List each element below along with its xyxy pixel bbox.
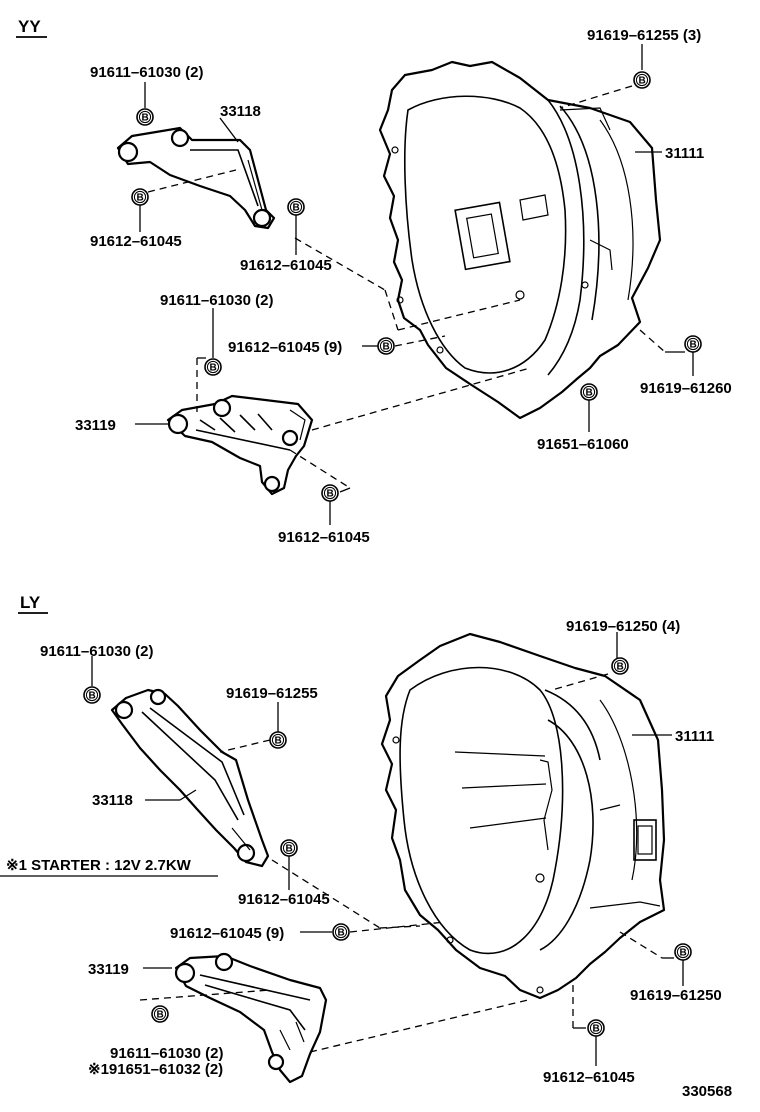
svg-text:B: B <box>142 113 149 124</box>
part-label: 31111 <box>665 145 704 162</box>
bolt-marker: B <box>83 686 101 704</box>
clutch-housing-31111-yy <box>378 60 662 420</box>
svg-text:B: B <box>690 340 697 351</box>
part-label: 91611–61030 (2) <box>40 643 153 660</box>
part-label: 91619–61255 <box>226 685 318 702</box>
bracket-33118-ly <box>110 688 270 868</box>
bolt-marker: B <box>287 198 305 216</box>
bolt-marker: B <box>131 188 149 206</box>
section-title-yy: YY <box>18 17 41 36</box>
part-label: 33119 <box>75 417 116 434</box>
part-label: 33118 <box>92 792 133 809</box>
bolt-marker: B <box>377 337 395 355</box>
bracket-33118-yy <box>116 126 276 230</box>
part-label: 33119 <box>88 961 129 978</box>
bolt-marker: B <box>269 731 287 749</box>
svg-text:B: B <box>338 928 345 939</box>
bolt-marker: B <box>321 484 339 502</box>
svg-text:B: B <box>680 948 687 959</box>
svg-text:B: B <box>210 363 217 374</box>
svg-text:B: B <box>286 844 293 855</box>
part-label: 91612–61045 (9) <box>228 339 342 356</box>
section-title-ly: LY <box>20 593 41 612</box>
bolt-marker: B <box>332 923 350 941</box>
bracket-33119-yy <box>166 394 314 496</box>
svg-text:B: B <box>89 691 96 702</box>
bolt-marker: B <box>580 383 598 401</box>
bolt-marker: B <box>587 1019 605 1037</box>
part-label: 91612–61045 <box>278 529 370 546</box>
bolt-marker: B <box>151 1005 169 1023</box>
bolt-marker: B <box>136 108 154 126</box>
part-label: 91651–61060 <box>537 436 629 453</box>
svg-text:B: B <box>617 662 624 673</box>
svg-text:B: B <box>327 489 334 500</box>
svg-text:B: B <box>383 342 390 353</box>
part-label: 91619–61250 <box>630 987 722 1004</box>
bracket-33119-ly <box>174 952 328 1084</box>
bolt-marker: B <box>204 358 222 376</box>
bolt-marker: B <box>684 335 702 353</box>
svg-text:B: B <box>157 1010 164 1021</box>
diagram-number: 330568 <box>682 1083 732 1100</box>
bolt-marker: B <box>674 943 692 961</box>
svg-text:B: B <box>639 76 646 87</box>
svg-text:B: B <box>586 388 593 399</box>
part-label: 91619–61260 <box>640 380 732 397</box>
svg-text:B: B <box>137 193 144 204</box>
part-label: ※191651–61032 (2) <box>88 1061 223 1078</box>
part-label: 31111 <box>675 728 714 745</box>
part-label: 33118 <box>220 103 261 120</box>
part-label: 91611–61030 (2) <box>160 292 273 309</box>
svg-text:B: B <box>293 203 300 214</box>
leader-lines-ly <box>0 632 684 1066</box>
clutch-housing-31111-ly <box>380 632 666 1000</box>
part-label: 91611–61030 (2) <box>90 64 203 81</box>
part-label: 91619–61255 (3) <box>587 27 701 44</box>
part-label: 91611–61030 (2) <box>110 1045 223 1062</box>
svg-text:B: B <box>275 736 282 747</box>
part-label: 91612–61045 (9) <box>170 925 284 942</box>
bolt-marker: B <box>633 71 651 89</box>
bolt-marker: B <box>611 657 629 675</box>
svg-text:B: B <box>593 1024 600 1035</box>
leader-lines-yy <box>135 44 694 525</box>
part-label: 91612–61045 <box>240 257 332 274</box>
part-label: 91612–61045 <box>238 891 330 908</box>
part-label: 91612–61045 <box>90 233 182 250</box>
starter-note: ※1 STARTER : 12V 2.7KW <box>6 857 192 874</box>
part-label: 91612–61045 <box>543 1069 635 1086</box>
bolt-marker: B <box>280 839 298 857</box>
part-label: 91619–61250 (4) <box>566 618 680 635</box>
